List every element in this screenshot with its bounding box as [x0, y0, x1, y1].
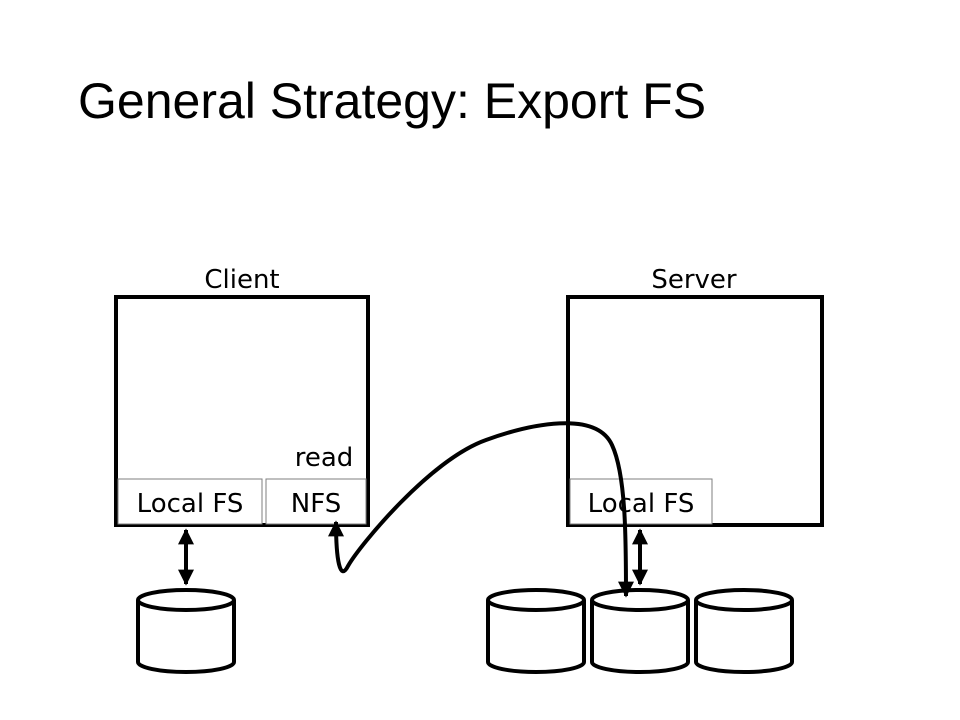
read-label: read	[295, 443, 354, 473]
client-local-fs-box	[117, 478, 263, 525]
client-disk-icon	[136, 588, 236, 674]
client-nfs-label: NFS	[291, 489, 341, 519]
client-local-fs-label: Local FS	[137, 489, 244, 519]
client-nfs-box	[265, 478, 367, 525]
read-request-curved-arrow-icon	[328, 421, 634, 598]
server-label: Server	[651, 265, 737, 295]
server-disk-right-icon	[694, 588, 794, 674]
server-disk-left-icon	[486, 588, 586, 674]
client-label: Client	[204, 265, 279, 295]
server-local-fs-box	[569, 478, 713, 525]
server-disk-middle-icon	[590, 588, 690, 674]
client-box	[114, 295, 370, 527]
slide-title: General Strategy: Export FS	[78, 73, 707, 129]
server-box	[566, 295, 824, 527]
server-local-fs-label: Local FS	[588, 489, 695, 519]
